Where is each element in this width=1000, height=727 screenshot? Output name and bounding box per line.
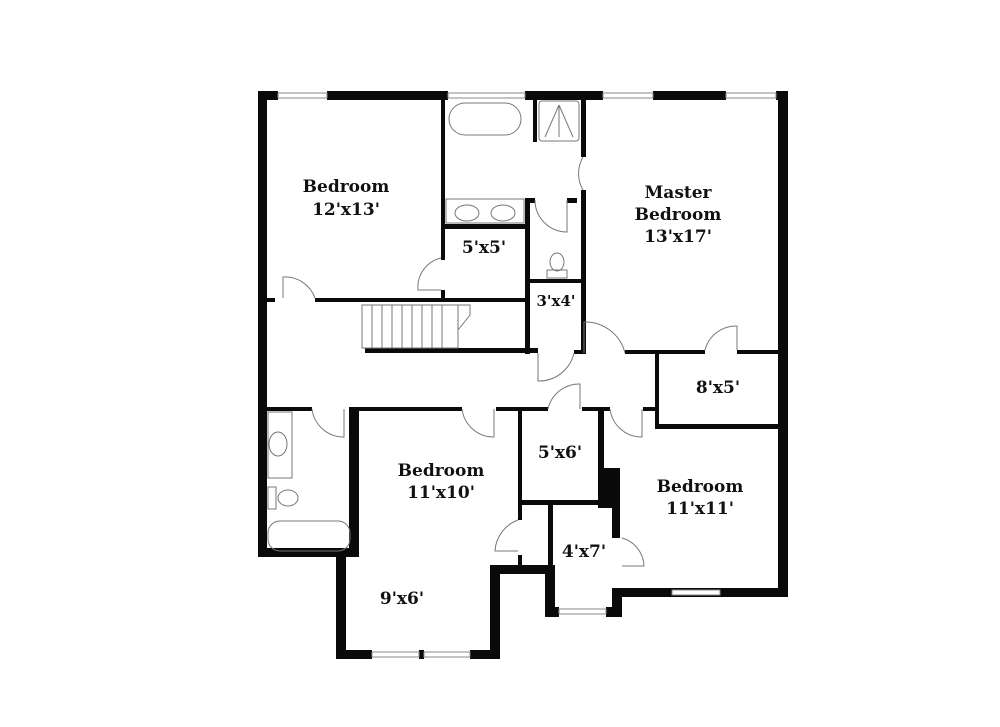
room-labels: Bedroom 12'x13' 5'x5' 3'x4' Master Bedro…	[303, 177, 744, 609]
stairs-icon	[361, 304, 471, 349]
room-dims-5x6: 5'x6'	[538, 443, 582, 463]
sink-icon	[454, 204, 480, 222]
room-dims-5x5: 5'x5'	[462, 238, 506, 258]
room-name-master-line2: Bedroom	[635, 205, 722, 225]
room-dims-9x6: 9'x6'	[380, 589, 424, 609]
room-dims-bedroom-sw: 11'x10'	[407, 483, 475, 503]
room-name-bedroom-se: Bedroom	[657, 477, 744, 497]
bathtub-icon	[267, 520, 351, 552]
toilet-icon	[277, 489, 299, 507]
bathtub-icon	[448, 102, 522, 136]
room-name-bedroom-nw: Bedroom	[303, 177, 390, 197]
sink-icon	[268, 431, 288, 457]
shower-icon	[538, 100, 580, 142]
room-dims-8x5: 8'x5'	[696, 378, 740, 398]
windows	[277, 92, 777, 658]
walls	[258, 91, 788, 659]
room-dims-master: 13'x17'	[644, 227, 712, 247]
door-swings	[282, 156, 738, 567]
room-dims-3x4: 3'x4'	[536, 292, 575, 310]
room-dims-4x7: 4'x7'	[562, 542, 606, 562]
room-name-master-line1: Master	[644, 183, 712, 203]
room-dims-bedroom-nw: 12'x13'	[312, 200, 380, 220]
toilet-icon	[549, 252, 565, 272]
sink-icon	[490, 204, 516, 222]
room-name-bedroom-sw: Bedroom	[398, 461, 485, 481]
room-dims-bedroom-se: 11'x11'	[666, 499, 734, 519]
fixtures	[267, 100, 738, 567]
